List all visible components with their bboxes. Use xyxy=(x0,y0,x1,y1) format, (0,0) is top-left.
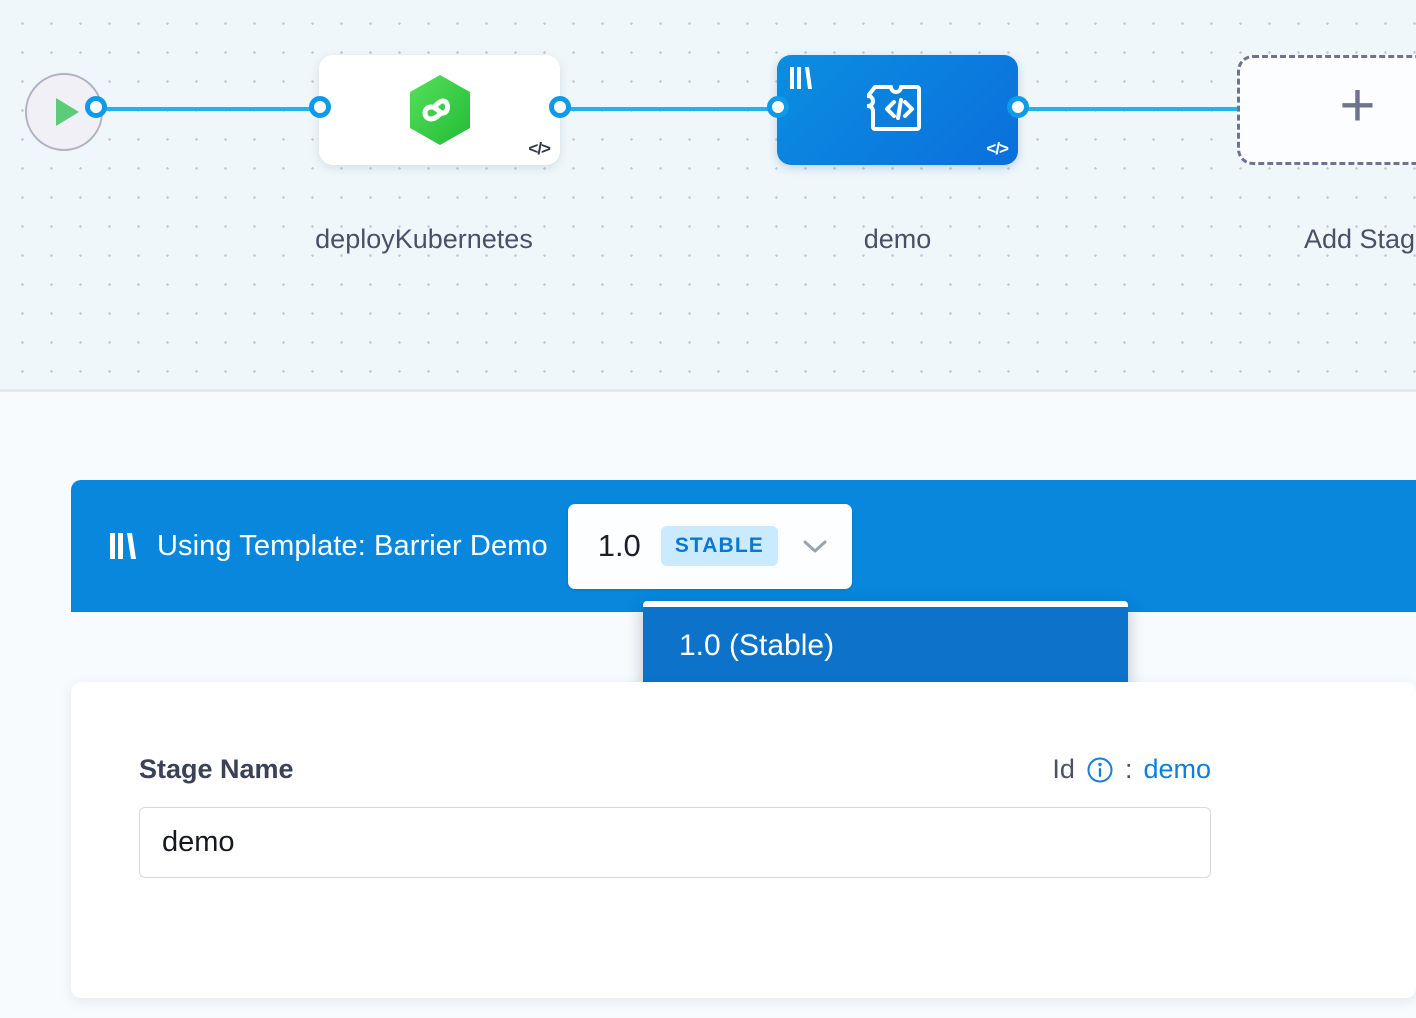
edge-start-to-deploy xyxy=(92,107,332,111)
stage-config-panel: Using Template: Barrier Demo 1.0 STABLE … xyxy=(0,392,1416,1018)
connector-dot-start[interactable] xyxy=(85,96,107,118)
stage-id-value[interactable]: demo xyxy=(1143,754,1211,784)
template-version-dropdown[interactable]: 1.0 (Stable) xyxy=(643,601,1128,689)
stage-name-input[interactable]: demo xyxy=(139,807,1211,878)
stable-badge: STABLE xyxy=(660,526,778,566)
code-icon: </> xyxy=(986,139,1009,158)
pipeline-canvas[interactable]: </> </> + deployKubernetes demo Add xyxy=(0,0,1416,390)
stage-node-deploykubernetes[interactable]: </> xyxy=(319,55,560,165)
stage-name-header-row: Stage Name Id : demo xyxy=(139,754,1211,785)
stage-id-group: Id : demo xyxy=(1052,754,1211,785)
edge-demo-to-add xyxy=(1008,107,1248,111)
code-icon: </> xyxy=(528,139,551,158)
connector-dot-demo-out[interactable] xyxy=(1007,96,1029,118)
add-stage-label: Add Stage xyxy=(1303,224,1416,254)
harness-cd-hexagon-icon xyxy=(407,74,473,146)
stage-id-separator: : xyxy=(1124,754,1133,784)
chevron-down-icon[interactable] xyxy=(800,536,830,556)
stage-name-label: Stage Name xyxy=(139,754,294,784)
info-circle-icon[interactable] xyxy=(1086,756,1114,784)
connector-dot-demo-in[interactable] xyxy=(767,96,789,118)
version-option-1-0-stable[interactable]: 1.0 (Stable) xyxy=(643,607,1128,685)
template-version-value: 1.0 xyxy=(597,528,641,563)
stage-label-deploykubernetes: deployKubernetes xyxy=(315,224,533,254)
stage-id-label: Id xyxy=(1052,754,1075,784)
template-bars-icon xyxy=(789,65,813,96)
stage-label-demo: demo xyxy=(863,224,932,254)
play-icon xyxy=(56,98,79,126)
connector-dot-deploy-out[interactable] xyxy=(549,96,571,118)
using-template-bar: Using Template: Barrier Demo 1.0 STABLE xyxy=(71,480,1416,612)
plus-icon: + xyxy=(1339,71,1376,140)
template-version-selector[interactable]: 1.0 STABLE xyxy=(567,503,852,589)
stage-node-demo[interactable]: </> xyxy=(777,55,1018,165)
connector-dot-deploy-in[interactable] xyxy=(309,96,331,118)
custom-stage-puzzle-icon xyxy=(865,77,929,144)
edge-deploy-to-demo xyxy=(550,107,790,111)
template-bars-icon xyxy=(109,530,137,562)
canvas-divider xyxy=(0,389,1416,392)
add-stage-node[interactable]: + xyxy=(1237,55,1416,165)
using-template-text: Using Template: Barrier Demo xyxy=(157,529,548,562)
stage-details-card: Stage Name Id : demo demo xyxy=(71,682,1416,998)
